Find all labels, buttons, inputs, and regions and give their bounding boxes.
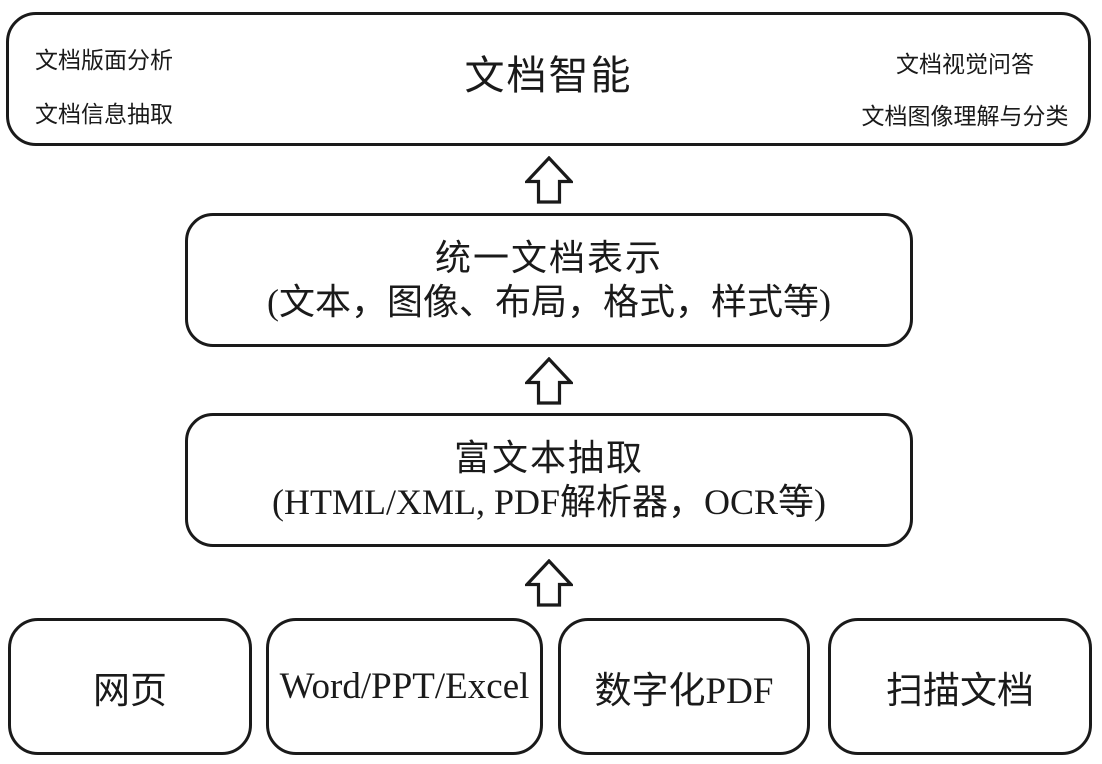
task-label-image-understanding-classification: 文档图像理解与分类 — [861, 104, 1069, 129]
source-label-scanned-document: 扫描文档 — [886, 670, 1034, 712]
up-arrow-icon — [525, 156, 573, 204]
task-label-layout-analysis: 文档版面分析 — [35, 48, 173, 73]
document-intelligence-box: 文档智能 文档版面分析 文档信息抽取 文档视觉问答 文档图像理解与分类 — [6, 12, 1091, 146]
task-label-information-extraction: 文档信息抽取 — [35, 102, 173, 127]
source-label-office-docs: Word/PPT/Excel — [279, 666, 530, 707]
rich-text-extraction-box: 富文本抽取 (HTML/XML, PDF解析器，OCR等) — [185, 413, 913, 547]
rich-text-extraction-title: 富文本抽取 — [453, 438, 644, 478]
rich-text-extraction-detail: (HTML/XML, PDF解析器，OCR等) — [271, 482, 827, 522]
task-label-visual-qa: 文档视觉问答 — [896, 52, 1034, 77]
source-label-webpage: 网页 — [93, 670, 167, 712]
unified-representation-title: 统一文档表示 — [434, 238, 663, 278]
up-arrow-icon — [525, 559, 573, 607]
source-label-digital-pdf: 数字化PDF — [594, 670, 774, 712]
up-arrow-icon — [525, 357, 573, 405]
unified-representation-detail: (文本，图像、布局，格式，样式等) — [267, 282, 831, 322]
document-intelligence-title: 文档智能 — [464, 53, 633, 98]
source-box-digital-pdf: 数字化PDF — [558, 618, 810, 755]
unified-document-representation-box: 统一文档表示 (文本，图像、布局，格式，样式等) — [185, 213, 913, 347]
source-box-scanned-document: 扫描文档 — [828, 618, 1092, 755]
source-box-office-docs: Word/PPT/Excel — [266, 618, 543, 755]
source-box-webpage: 网页 — [8, 618, 252, 755]
